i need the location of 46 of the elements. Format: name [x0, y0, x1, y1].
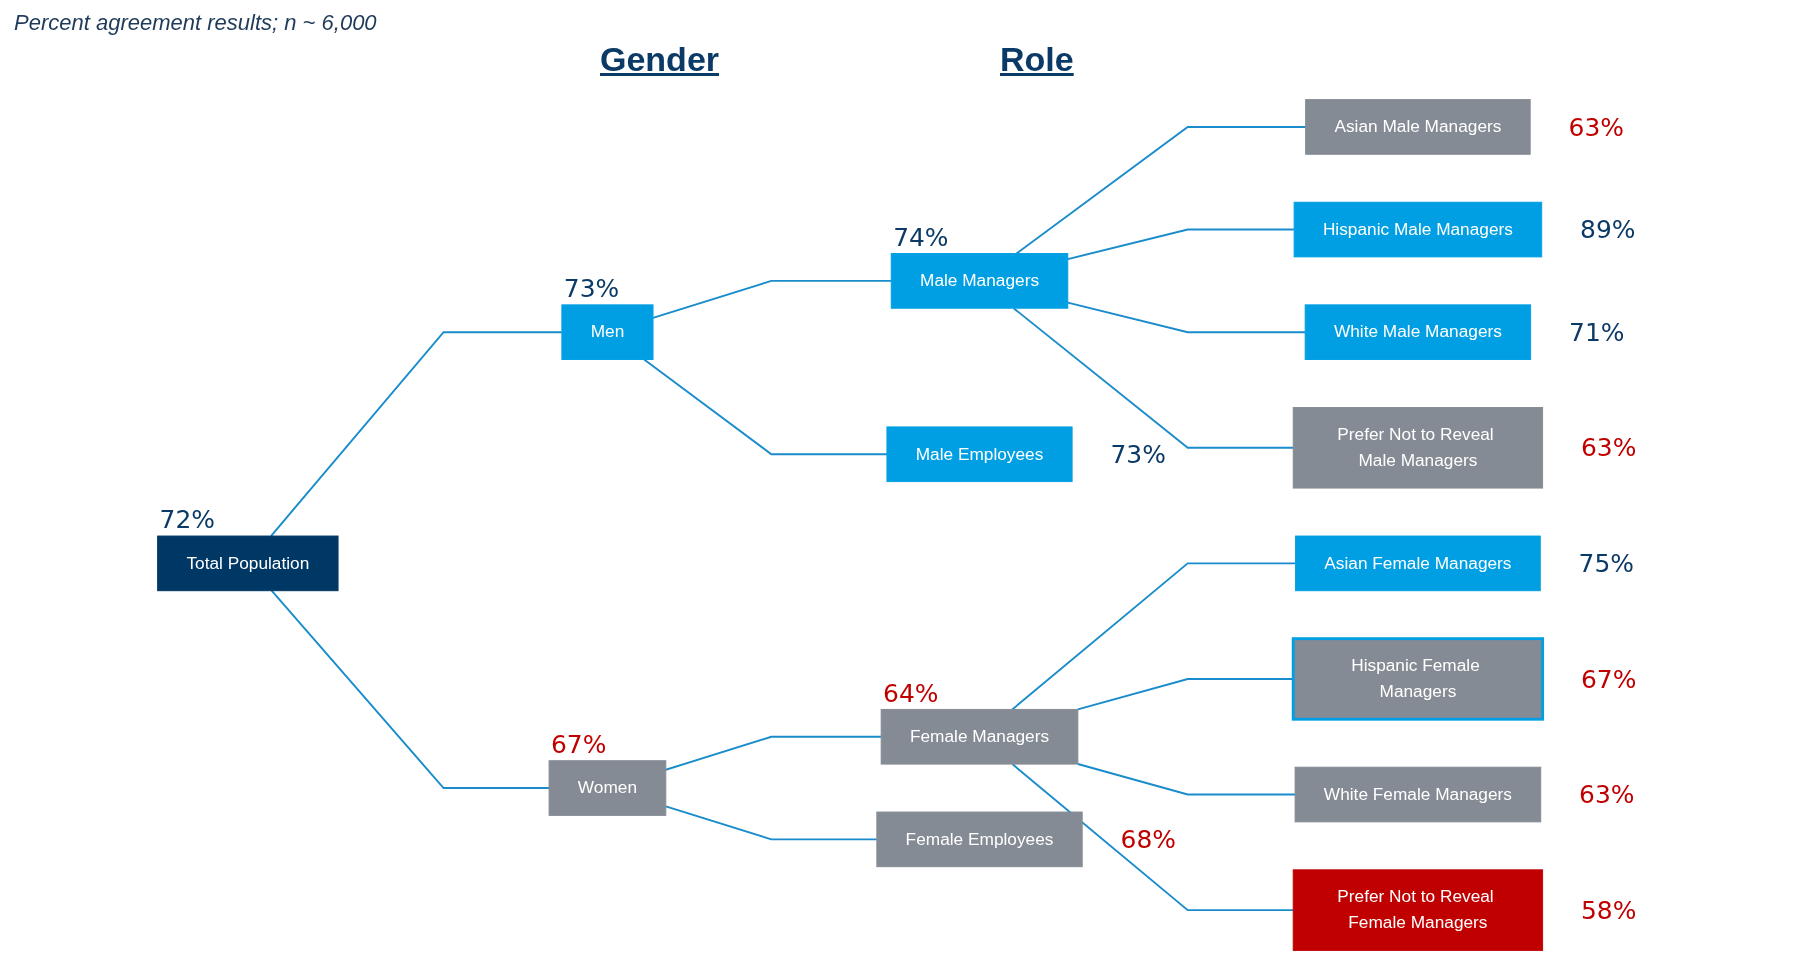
connector: [1011, 562, 1297, 711]
percent-label: 75%: [1578, 549, 1635, 578]
node-box: Women: [548, 760, 667, 816]
caption: Percent agreement results; n ~ 6,000: [14, 10, 377, 36]
connector: [270, 589, 551, 789]
node-box: Female Employees: [876, 811, 1083, 868]
node-box: Prefer Not to Reveal Male Managers: [1292, 407, 1544, 489]
connector: [1076, 763, 1297, 796]
percent-label: 72%: [159, 505, 215, 535]
percent-label: 74%: [893, 222, 949, 252]
connector: [1012, 307, 1295, 449]
connector: [652, 279, 893, 319]
connector: [1066, 301, 1307, 334]
node-box: Asian Female Managers: [1295, 535, 1541, 592]
node-box: Hispanic Male Managers: [1293, 201, 1543, 258]
connector: [270, 331, 563, 537]
percent-label: 63%: [1579, 780, 1635, 810]
percent-label: 71%: [1569, 317, 1625, 347]
node-box: Male Employees: [886, 426, 1073, 483]
node-box: Asian Male Managers: [1305, 99, 1531, 155]
percent-label: 73%: [1110, 439, 1166, 469]
column-heading: Role: [1000, 40, 1074, 79]
percent-label: 67%: [551, 730, 607, 760]
node-box: Men: [561, 304, 654, 361]
connector: [643, 358, 888, 456]
percent-label: 89%: [1580, 215, 1636, 245]
percent-label: 73%: [563, 274, 620, 304]
percent-label: 64%: [883, 678, 939, 708]
percent-label: 67%: [1580, 664, 1637, 694]
connector: [664, 735, 883, 771]
percent-label: 58%: [1580, 895, 1637, 925]
column-heading: Gender: [600, 40, 720, 79]
node-box: Female Managers: [880, 708, 1079, 765]
node-box: Hispanic Female Managers: [1291, 637, 1545, 721]
connector: [1066, 228, 1296, 261]
node-box: White Male Managers: [1304, 304, 1532, 361]
node-box: Total Population: [157, 535, 339, 592]
node-box: White Female Managers: [1294, 766, 1542, 823]
percent-label: 68%: [1120, 825, 1176, 854]
percent-label: 63%: [1580, 433, 1637, 463]
connector: [1015, 125, 1307, 255]
node-box: Prefer Not to Reveal Female Managers: [1292, 869, 1544, 951]
connector: [1011, 763, 1295, 912]
connector: [664, 805, 878, 841]
node-box: Male Managers: [890, 253, 1069, 309]
percent-label: 63%: [1568, 112, 1624, 142]
